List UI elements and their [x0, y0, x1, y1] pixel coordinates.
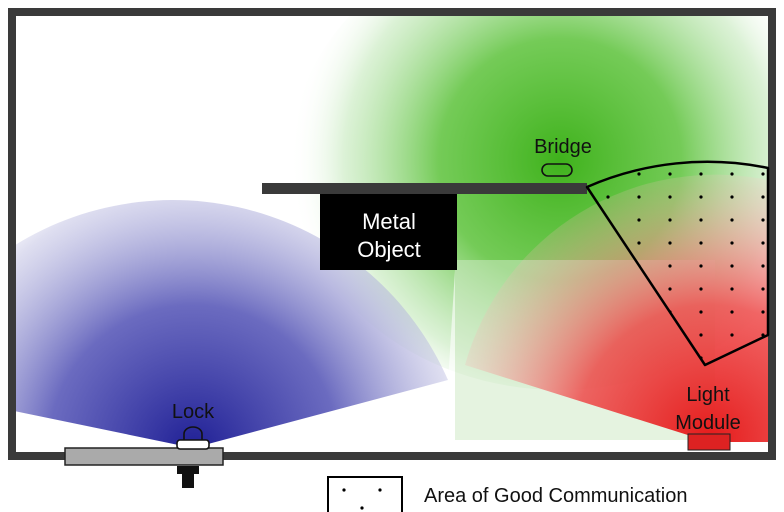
good-communication-area: [585, 160, 770, 367]
legend: Area of Good Communication: [327, 476, 687, 512]
room-walls: [8, 8, 776, 460]
metal-object-label-line1: Metal: [362, 209, 416, 234]
bridge-device: [541, 163, 573, 177]
signal-shadow-wedge: [448, 270, 455, 382]
lock-label: Lock: [172, 401, 215, 423]
bridge-label: Bridge: [534, 136, 592, 158]
metal-shelf: [262, 183, 587, 194]
lock-device: [176, 426, 210, 488]
door: [64, 447, 224, 466]
light-module-label-line1: Light: [686, 384, 730, 406]
legend-swatch: [327, 476, 403, 512]
metal-object: [320, 194, 457, 270]
light-module-label-line2: Module: [675, 412, 741, 434]
light-module-device: [687, 433, 731, 451]
metal-object-label-line2: Object: [357, 237, 421, 262]
legend-label: Area of Good Communication: [424, 485, 687, 507]
